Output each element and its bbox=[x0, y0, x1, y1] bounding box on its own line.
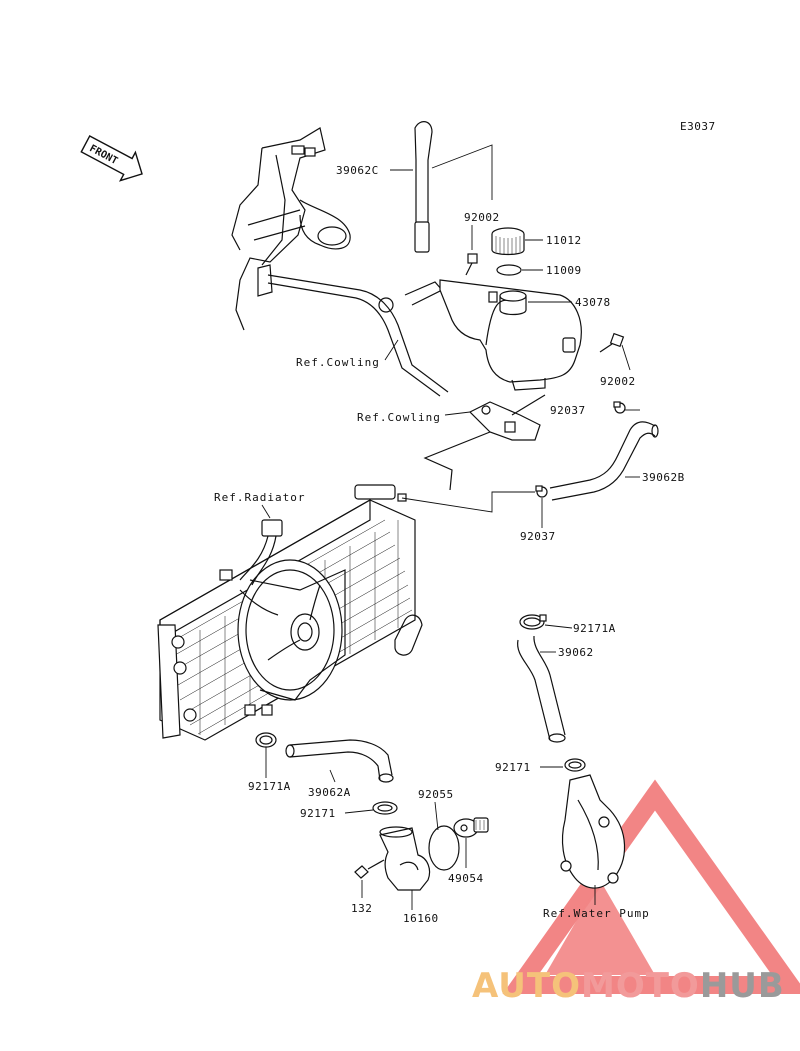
label-92055: 92055 bbox=[418, 788, 454, 801]
frame-bracket bbox=[231, 127, 351, 331]
water-pump bbox=[560, 774, 626, 889]
reference-labels: Ref.Cowling Ref.Cowling Ref.Radiator Ref… bbox=[214, 356, 650, 920]
watermark-auto: AUTO bbox=[472, 966, 581, 1006]
ref-radiator: Ref.Radiator bbox=[214, 491, 305, 504]
thermostat-housing bbox=[379, 826, 431, 891]
watermark-moto: MOTO bbox=[581, 966, 700, 1006]
thermostat bbox=[453, 817, 489, 838]
hose-39062A bbox=[285, 739, 394, 783]
ref-water-pump: Ref.Water Pump bbox=[543, 907, 650, 920]
front-arrow-icon: FRONT bbox=[80, 135, 143, 182]
label-92002-top: 92002 bbox=[464, 211, 500, 224]
hose-39062 bbox=[517, 635, 566, 743]
ref-cowling-1: Ref.Cowling bbox=[296, 356, 380, 369]
label-43078: 43078 bbox=[575, 296, 611, 309]
label-92002-right: 92002 bbox=[600, 375, 636, 388]
radiator-fan bbox=[237, 559, 346, 701]
o-ring-92055 bbox=[428, 825, 460, 871]
leader-lines bbox=[261, 144, 640, 910]
hose-39062C bbox=[414, 121, 433, 253]
label-11009: 11009 bbox=[546, 264, 582, 277]
label-92171A-right: 92171A bbox=[573, 622, 616, 635]
clamp-92037-top bbox=[613, 401, 626, 414]
label-92037-top: 92037 bbox=[550, 404, 586, 417]
watermark-text: AUTOMOTOHUB bbox=[472, 966, 785, 1006]
reservoir-cap bbox=[491, 227, 525, 256]
watermark-logo bbox=[502, 779, 800, 994]
label-39062: 39062 bbox=[558, 646, 594, 659]
clamp-92037-mid bbox=[535, 485, 548, 498]
part-labels: 39062C 92002 11012 11009 43078 92002 920… bbox=[248, 164, 685, 925]
gasket-11009 bbox=[496, 264, 522, 276]
label-49054: 49054 bbox=[448, 872, 484, 885]
label-39062C: 39062C bbox=[336, 164, 379, 177]
label-92171A-left: 92171A bbox=[248, 780, 291, 793]
bolt-132 bbox=[354, 859, 385, 879]
label-132: 132 bbox=[351, 902, 372, 915]
clamp-92171-right bbox=[564, 758, 586, 772]
label-39062B: 39062B bbox=[642, 471, 685, 484]
cowling-stay bbox=[257, 264, 449, 397]
label-11012: 11012 bbox=[546, 234, 582, 247]
diagram-code: E3037 bbox=[680, 120, 716, 133]
hose-39062B bbox=[549, 421, 659, 501]
bolt-92002-right bbox=[599, 332, 625, 353]
bolt-92002-top bbox=[465, 253, 478, 276]
clamp-92171A-left bbox=[255, 732, 277, 748]
label-92037-mid: 92037 bbox=[520, 530, 556, 543]
label-39062A: 39062A bbox=[308, 786, 351, 799]
clamp-92171A-right bbox=[519, 614, 547, 630]
fan-wiring bbox=[219, 519, 283, 716]
label-16160: 16160 bbox=[403, 912, 439, 925]
watermark-hub: HUB bbox=[700, 966, 785, 1006]
cowling-bracket-lower bbox=[423, 394, 546, 491]
reservoir-tank bbox=[439, 279, 582, 391]
ref-cowling-2: Ref.Cowling bbox=[357, 411, 441, 424]
label-92171-right: 92171 bbox=[495, 761, 531, 774]
clamp-92171-left bbox=[372, 801, 398, 815]
label-92171-left: 92171 bbox=[300, 807, 336, 820]
